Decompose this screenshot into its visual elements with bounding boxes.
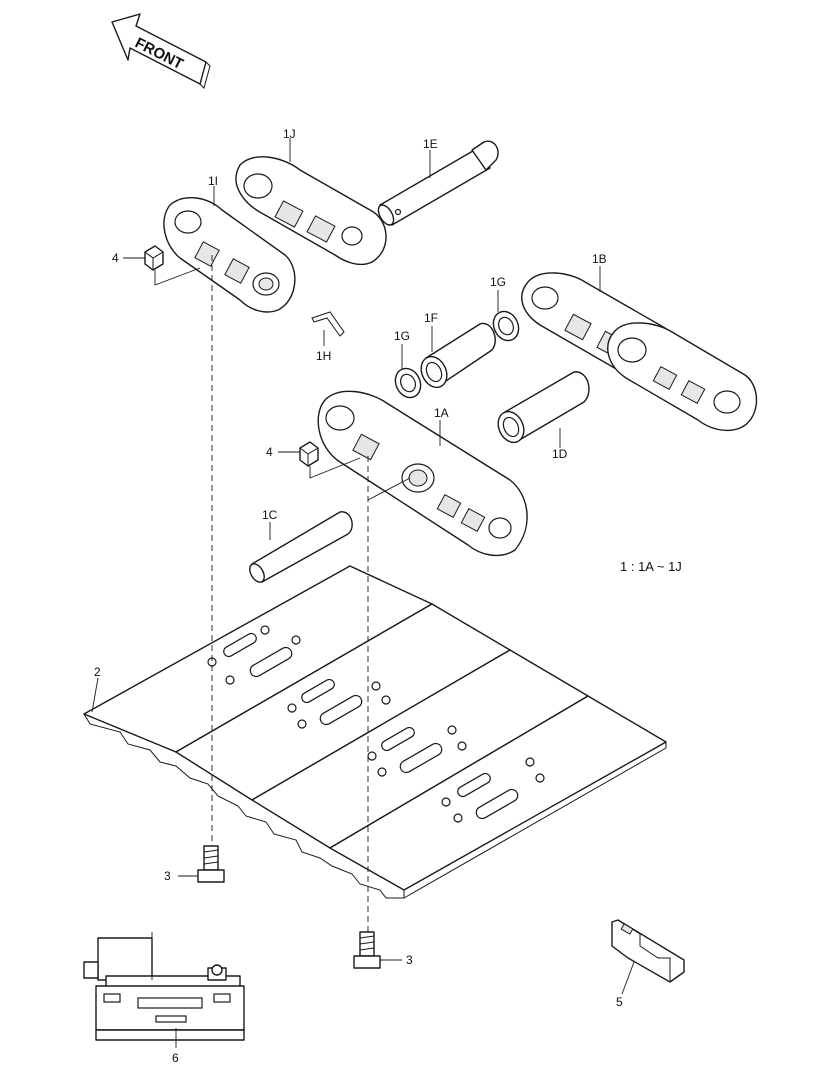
label-6: 6	[172, 1051, 179, 1065]
nut-4-upper	[144, 245, 201, 286]
bolt-3-left	[197, 845, 225, 883]
pin-1C	[249, 511, 353, 583]
label-1F: 1F	[424, 311, 438, 325]
seal-1G-upper	[492, 310, 520, 342]
label-1A: 1A	[434, 406, 449, 420]
label-1I: 1I	[208, 174, 218, 188]
leader-lines	[91, 138, 635, 1048]
link-1J	[235, 156, 387, 266]
bolt-3-right	[353, 931, 381, 969]
label-1G-upper: 1G	[490, 275, 506, 289]
label-2: 2	[94, 665, 101, 679]
label-1G-lower: 1G	[394, 329, 410, 343]
nut-4-lower	[299, 441, 361, 479]
label-1E: 1E	[423, 137, 438, 151]
pin-1E	[377, 140, 499, 226]
track-shoes-2	[83, 565, 667, 899]
label-1J: 1J	[283, 127, 296, 141]
label-4-lower: 4	[266, 445, 273, 459]
label-5: 5	[616, 995, 623, 1009]
guard-5	[611, 919, 685, 983]
label-1H: 1H	[316, 349, 331, 363]
label-1B: 1B	[592, 252, 607, 266]
seal-1G-lower	[394, 367, 422, 399]
assembled-view-6	[83, 932, 245, 1041]
label-4-upper: 4	[112, 251, 119, 265]
bushing-1D	[497, 371, 590, 444]
label-3-right: 3	[406, 953, 413, 967]
clip-1H	[311, 311, 345, 337]
link-1A	[317, 390, 528, 557]
bushing-1F	[420, 322, 496, 389]
link-1I	[163, 197, 296, 313]
front-arrow: FRONT	[111, 13, 211, 89]
link-1B	[521, 272, 758, 432]
label-1D: 1D	[552, 447, 568, 461]
label-3-left: 3	[164, 869, 171, 883]
label-1C: 1C	[262, 508, 278, 522]
assembly-note: 1 : 1A ~ 1J	[620, 559, 682, 574]
